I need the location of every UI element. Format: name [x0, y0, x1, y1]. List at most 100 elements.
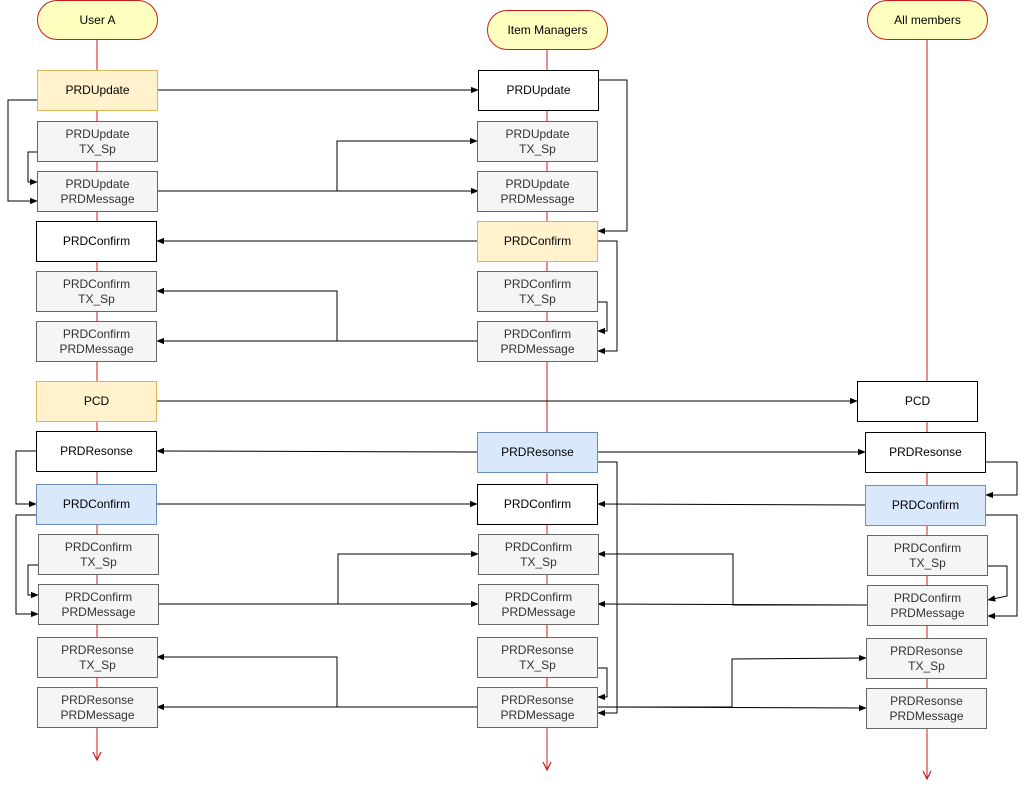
- actor-all-members: All members: [867, 0, 988, 40]
- box-label: PRDResonse: [501, 642, 574, 657]
- am-prdconfirm-box: PRDConfirm: [865, 485, 986, 526]
- arrow-im-resonse-loop: [597, 461, 618, 717]
- im-prdresonse-box: PRDResonse: [477, 432, 598, 473]
- im-prdupdate-box: PRDUpdate: [478, 70, 599, 111]
- ua-pcd-box: PCD: [36, 381, 157, 422]
- arrow-prdconfirm-am-to-im: [597, 500, 866, 508]
- box-label: PRDResonse: [889, 445, 962, 459]
- arrow-ua-prdupdate-tx-loop: [27, 151, 38, 186]
- box-label: PRDMessage: [500, 191, 575, 206]
- box-label: PRDMessage: [59, 341, 134, 356]
- box-label: TX_Sp: [78, 291, 115, 306]
- box-label: PRDResonse: [890, 693, 963, 708]
- box-label: PRDConfirm: [64, 539, 133, 554]
- im-prdconfirm-box: PRDConfirm: [477, 221, 598, 262]
- box-label: PRDMessage: [500, 341, 575, 356]
- box-label: PCD: [83, 394, 110, 408]
- actor-label: User A: [79, 13, 116, 27]
- box-label: PRDConfirm: [62, 276, 131, 291]
- box-label: PRDResonse: [501, 692, 574, 707]
- arrow-im-msg2-to-am-tx: [597, 654, 867, 708]
- box-label: PRDMessage: [500, 707, 575, 722]
- box-label: PRDMessage: [61, 604, 136, 619]
- box-label: TX_Sp: [909, 555, 946, 570]
- actor-item-managers: Item Managers: [487, 10, 608, 50]
- arrow-am-confirm-tx-loop: [987, 565, 1008, 602]
- arrow-prdresonse-im-to-ua: [156, 447, 478, 455]
- am-pcd-box: PCD: [857, 381, 978, 422]
- arrow-im-resonse-tx-loop: [597, 667, 608, 701]
- box-label: PRDResonse: [61, 642, 134, 657]
- box-label: PRDConfirm: [503, 276, 572, 291]
- ua-prdupdate-box: PRDUpdate: [37, 70, 158, 111]
- box-label: PRDResonse: [501, 445, 574, 459]
- box-label: PRDConfirm: [64, 589, 133, 604]
- arrow-im-confirm-tx-loop: [597, 301, 608, 335]
- arrow-am-msg-to-im-tx: [597, 550, 867, 606]
- actor-user-a: User A: [37, 0, 158, 40]
- box-label: TX_Sp: [520, 554, 557, 569]
- im-prdconfirm2-box: PRDConfirm: [477, 484, 598, 525]
- box-label: PRDConfirm: [504, 539, 573, 554]
- arrow-im-msg-to-ua-tx: [156, 287, 477, 342]
- ua-prdconfirm2-box: PRDConfirm: [36, 484, 157, 525]
- box-label: PRDMessage: [501, 604, 576, 619]
- box-label: PRDUpdate: [65, 176, 130, 191]
- ua-prdresonse-box: PRDResonse: [36, 431, 157, 472]
- box-label: PRDUpdate: [65, 126, 130, 141]
- arrow-ua-resonse-loop: [15, 450, 37, 508]
- box-label: PRDUpdate: [65, 83, 130, 97]
- box-label: TX_Sp: [519, 291, 556, 306]
- box-label: PCD: [904, 394, 931, 408]
- box-label: PRDMessage: [60, 191, 135, 206]
- arrow-im-confirm-loop: [597, 240, 618, 355]
- box-label: PRDResonse: [60, 444, 133, 458]
- box-label: TX_Sp: [79, 657, 116, 672]
- actor-label: All members: [894, 13, 961, 27]
- box-label: PRDUpdate: [505, 126, 570, 141]
- box-label: PRDConfirm: [893, 590, 962, 605]
- arrow-ua-prdupdate-loop: [7, 99, 38, 205]
- box-label: PRDMessage: [890, 605, 965, 620]
- box-label: PRDMessage: [889, 708, 964, 723]
- arrow-im-prdupdate-to-confirm: [597, 79, 628, 235]
- box-label: TX_Sp: [519, 657, 556, 672]
- am-prdresonse-box: PRDResonse: [865, 432, 986, 473]
- arrow-am-confirm-loop: [985, 514, 1018, 620]
- box-label: PRDConfirm: [503, 497, 572, 511]
- box-label: TX_Sp: [79, 141, 116, 156]
- box-label: PRDUpdate: [506, 83, 571, 97]
- box-label: TX_Sp: [908, 658, 945, 673]
- box-label: PRDConfirm: [62, 497, 131, 511]
- box-label: PRDUpdate: [505, 176, 570, 191]
- box-label: PRDConfirm: [893, 540, 962, 555]
- box-label: PRDConfirm: [503, 326, 572, 341]
- ua-prdconfirm-box: PRDConfirm: [36, 221, 157, 262]
- arrow-ua-msg-to-im-tx: [157, 137, 478, 192]
- box-label: PRDResonse: [890, 643, 963, 658]
- box-label: PRDConfirm: [504, 589, 573, 604]
- box-label: PRDConfirm: [891, 498, 960, 512]
- box-label: PRDMessage: [60, 707, 135, 722]
- box-label: TX_Sp: [519, 141, 556, 156]
- box-label: PRDResonse: [61, 692, 134, 707]
- arrow-im-msg2-to-ua-tx: [156, 653, 477, 708]
